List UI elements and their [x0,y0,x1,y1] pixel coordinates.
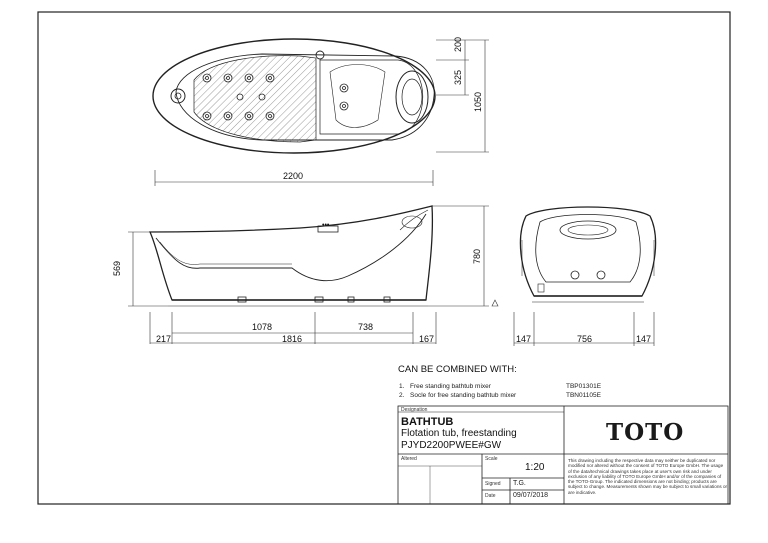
control-panel [317,225,339,233]
date-value: 09/07/2018 [513,492,549,499]
combined-item-2-text: Socle for free standing bathtub mixer [410,392,517,399]
top-dim-lines [154,39,489,186]
date-label: Date [485,493,496,499]
dim-1816: 1816 [282,334,303,344]
combined-item-1-text: Free standing bathtub mixer [410,383,491,390]
product-description: Flotation tub, freestanding [401,428,517,439]
side-dim-lines [128,205,489,344]
disclaimer-text: This drawing including the respective da… [568,458,728,495]
dim-756: 756 [577,334,593,344]
side-shell [149,205,434,301]
designation-label: Designation [401,407,428,413]
front-shell [519,206,657,297]
front-view [519,206,657,303]
dim-147-right: 147 [636,334,652,344]
front-headrest [559,220,617,240]
headrest [319,59,424,135]
overflow-knob [315,50,325,60]
jets [202,73,349,121]
tub-inner-basin [175,53,435,141]
product-model: PJYD2200PWEE#GW [401,440,502,451]
signed-value: T.G. [513,480,526,487]
side-view [149,205,434,307]
altered-label: Altered [401,456,417,462]
tub-outer-rim [152,38,436,154]
sheet-border [37,11,731,505]
dim-738: 738 [358,322,374,332]
dim-147-left: 147 [516,334,532,344]
combined-item-2-num: 2. [399,392,405,399]
pillow [395,70,429,124]
dim-2200: 2200 [283,171,304,181]
dim-1078: 1078 [252,322,273,332]
dim-780: 780 [472,248,482,264]
combined-item-2-code: TBN01105E [566,392,601,399]
dim-200: 200 [453,36,463,52]
top-view [152,38,436,154]
front-dim-lines [491,299,655,346]
product-name: BATHTUB [401,416,454,428]
dim-1050: 1050 [473,91,483,112]
scale-value: 1:20 [525,462,545,473]
dim-569: 569 [112,260,122,276]
scale-label: Scale [485,456,498,462]
title-block-lines [397,405,729,505]
drain [170,88,186,104]
signed-label: Signed [485,481,501,487]
dim-217: 217 [156,334,172,344]
combined-heading: CAN BE COMBINED WITH: [398,364,517,375]
control-panel-label: ••• [322,222,330,229]
dim-167: 167 [419,334,435,344]
hatched-bed [193,55,317,143]
side-inner-line [155,213,427,282]
toto-logo: TOTO [606,419,685,446]
dim-325: 325 [453,69,463,85]
combined-item-1-num: 1. [399,383,405,390]
combined-item-1-code: TBP01301E [566,383,602,390]
